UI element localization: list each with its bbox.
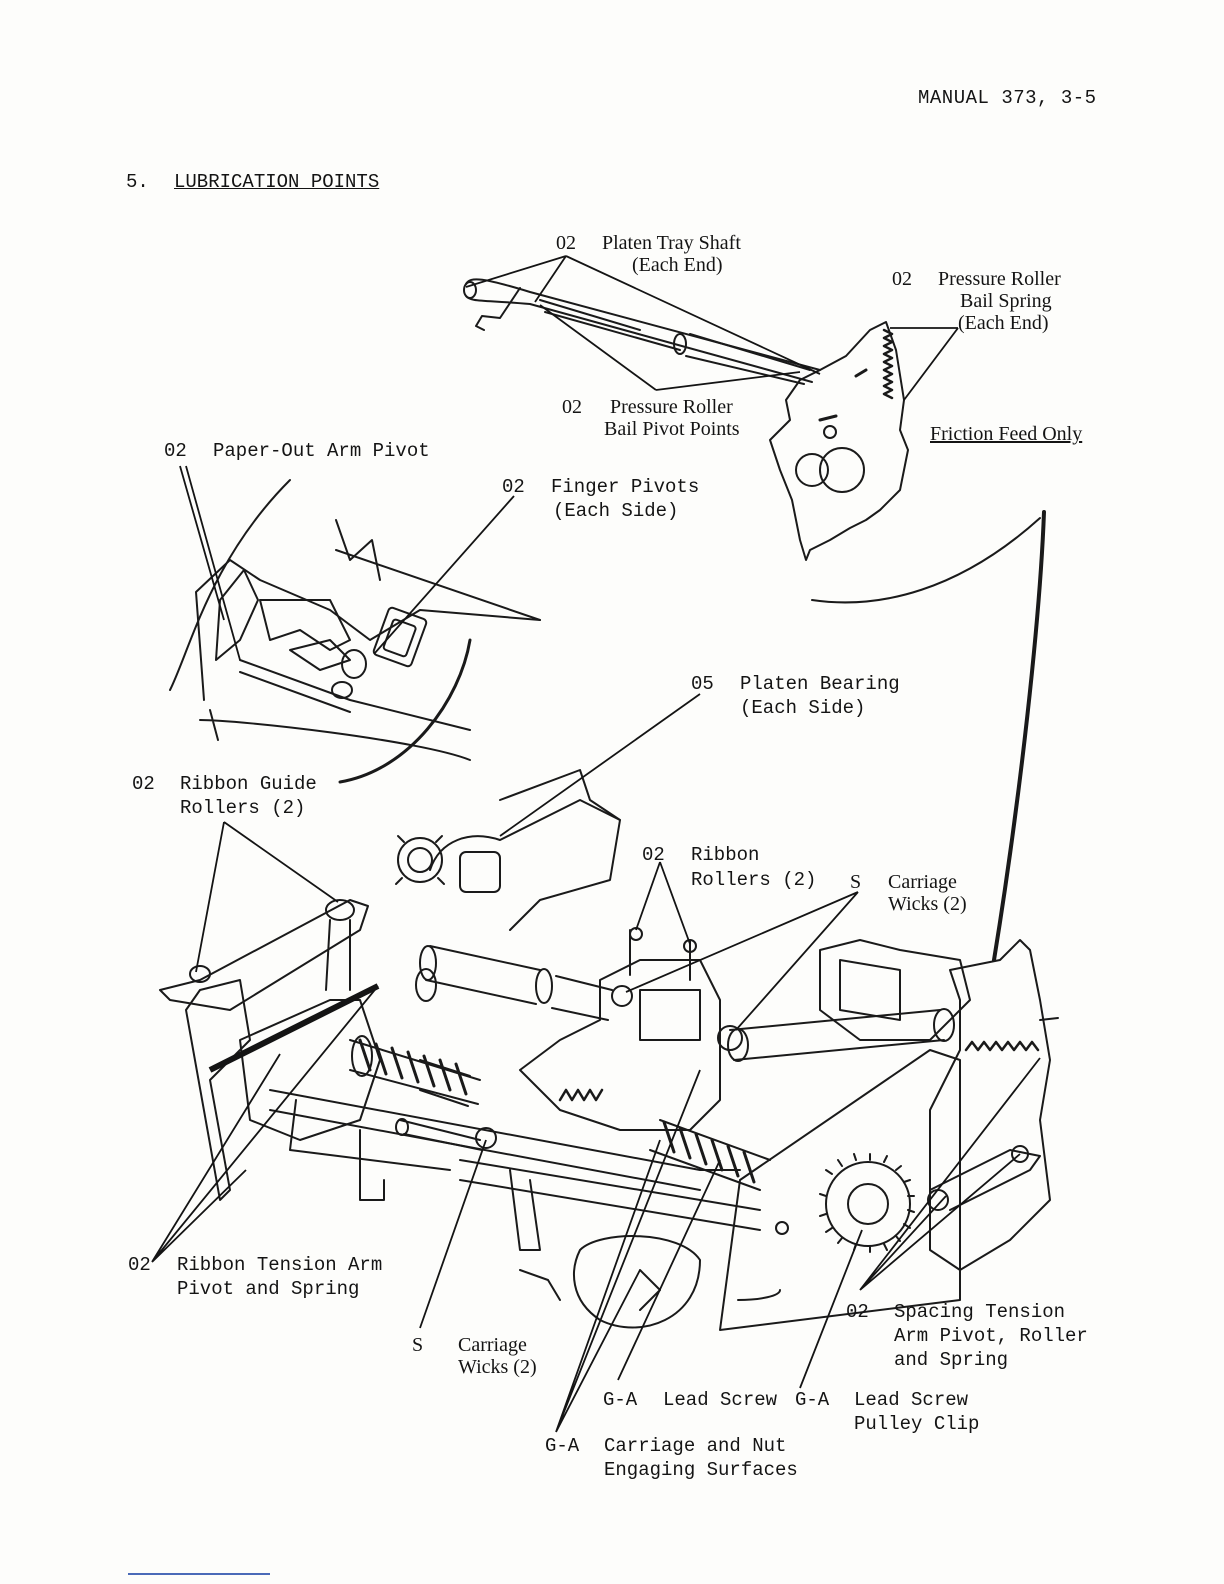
callout-label: Pressure Roller <box>610 396 733 418</box>
callout-label: Platen Bearing <box>740 673 900 695</box>
callout-code: 02 <box>502 476 525 498</box>
callout-code: 02 <box>164 440 187 462</box>
callout-code: G-A <box>545 1435 580 1457</box>
callout-label: and Spring <box>894 1349 1009 1371</box>
callout-label: Rollers (2) <box>180 797 306 819</box>
callout-label: Finger Pivots <box>551 476 700 498</box>
callout-code: 02 <box>132 773 155 795</box>
callout-label: Wicks (2) <box>888 893 967 915</box>
callout-label: Ribbon Tension Arm <box>177 1254 383 1276</box>
callout-label: Platen Tray Shaft <box>602 232 741 254</box>
callout-label: (Each End) <box>632 254 723 276</box>
paper-out-inset <box>169 479 541 784</box>
callout-label: Rollers (2) <box>691 869 817 891</box>
callout-code: G-A <box>603 1389 638 1411</box>
callout-label: Bail Pivot Points <box>604 418 740 440</box>
callout-code: 05 <box>691 673 714 695</box>
callout-code: S <box>412 1334 424 1356</box>
carriage-mechanism <box>159 510 1059 1331</box>
friction-feed-note: Friction Feed Only <box>930 423 1083 445</box>
manual-reference: MANUAL 373, 3-5 <box>918 87 1097 109</box>
callout-code: 02 <box>892 268 912 290</box>
callout-label: (Each Side) <box>553 500 679 522</box>
callout-label: (Each Side) <box>740 697 866 719</box>
callout-label: (Each End) <box>958 312 1049 334</box>
callout-label: Carriage <box>458 1334 527 1356</box>
callout-label: Pulley Clip <box>854 1413 980 1435</box>
callout-label: Pressure Roller <box>938 268 1061 290</box>
footer-rule <box>128 1573 270 1575</box>
callout-label: Paper-Out Arm Pivot <box>213 440 430 462</box>
callout-label: Ribbon <box>691 844 760 866</box>
callout-label: Wicks (2) <box>458 1356 537 1378</box>
callout-label: Pivot and Spring <box>177 1278 360 1300</box>
callout-code: 02 <box>846 1301 869 1323</box>
callout-label: Carriage and Nut <box>604 1435 787 1457</box>
callout-code: G-A <box>795 1389 830 1411</box>
callout-label: Lead Screw <box>663 1389 778 1411</box>
callout-code: 02 <box>642 844 665 866</box>
section-number: 5. <box>126 171 149 193</box>
callout-code: 02 <box>128 1254 151 1276</box>
callout-label: Arm Pivot, Roller <box>894 1325 1088 1347</box>
callout-label: Spacing Tension <box>894 1301 1066 1323</box>
callout-code: S <box>850 871 862 893</box>
callout-code: 02 <box>562 396 582 418</box>
section-title: LUBRICATION POINTS <box>174 171 380 193</box>
callout-code: 02 <box>556 232 576 254</box>
platen-tray-inset <box>463 278 1041 604</box>
leader-lines <box>151 255 1041 1433</box>
callout-label: Engaging Surfaces <box>604 1459 798 1481</box>
callout-label: Ribbon Guide <box>180 773 317 795</box>
callout-label: Carriage <box>888 871 957 893</box>
callout-label: Lead Screw <box>854 1389 969 1411</box>
callout-label: Bail Spring <box>960 290 1052 312</box>
